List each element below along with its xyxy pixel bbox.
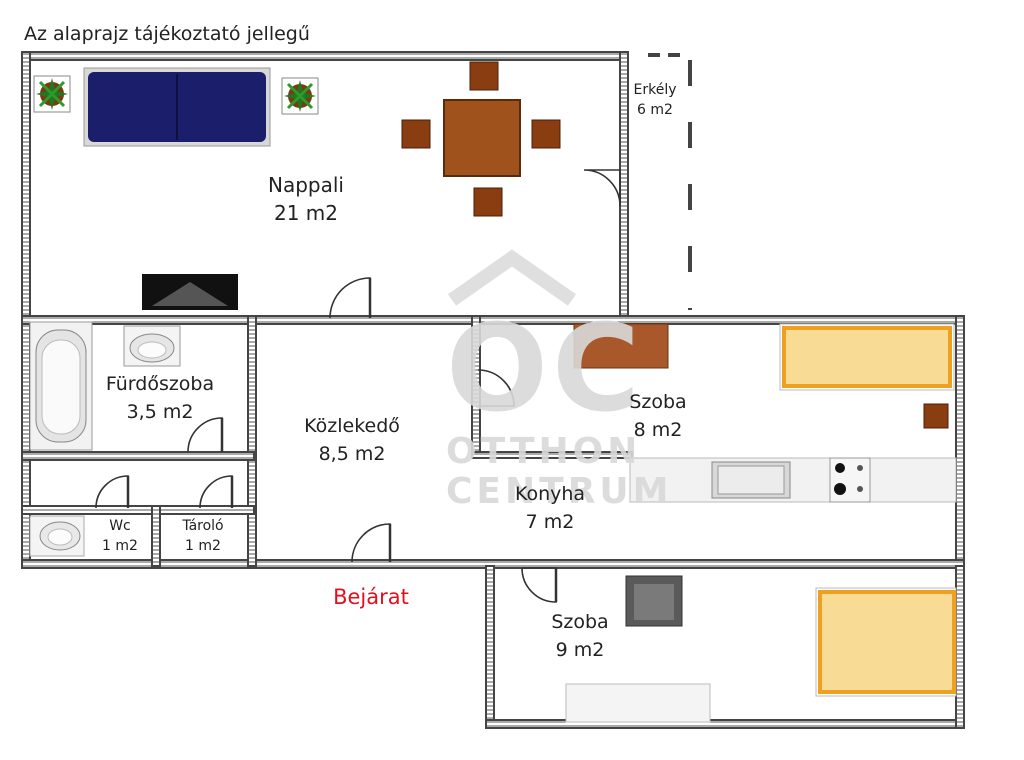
- room-area-szoba2: 9 m2: [556, 639, 605, 661]
- room-name-szoba2: Szoba: [551, 611, 608, 633]
- svg-text:OTTHON: OTTHON: [446, 431, 641, 472]
- wardrobe: [565, 683, 711, 723]
- room-name-wc: Wc: [109, 518, 131, 534]
- kitchen-counter: [629, 457, 957, 503]
- room-name-szoba1: Szoba: [629, 391, 686, 413]
- plant-icon: [33, 75, 71, 113]
- plant-icon: [281, 77, 319, 115]
- room-area-tarolo: 1 m2: [185, 538, 221, 554]
- bed: [815, 587, 957, 697]
- bed: [779, 323, 955, 391]
- sofa: [83, 67, 271, 147]
- room-area-kozlekedo: 8,5 m2: [319, 443, 386, 465]
- room-area-wc: 1 m2: [102, 538, 138, 554]
- room-name-kozlekedo: Közlekedő: [304, 415, 400, 437]
- svg-text:CENTRUM: CENTRUM: [446, 471, 672, 512]
- room-area-erkely: 6 m2: [637, 102, 673, 118]
- doors: [95, 169, 621, 603]
- desk: [573, 323, 669, 369]
- armchair: [625, 575, 683, 627]
- tv-unit: [142, 274, 238, 310]
- room-labels: Nappali 21 m2 Erkély 6 m2 Fürdőszoba 3,5…: [102, 82, 687, 661]
- room-area-konyha: 7 m2: [526, 511, 575, 533]
- room-name-nappali: Nappali: [268, 173, 344, 197]
- room-name-tarolo: Tároló: [181, 518, 223, 534]
- walls: [21, 51, 965, 729]
- watermark: OC OTTHON CENTRUM: [446, 249, 672, 512]
- bathtub: [29, 321, 93, 451]
- disclaimer-text: Az alaprajz tájékoztató jellegű: [24, 23, 310, 45]
- balcony-railing: [648, 53, 692, 310]
- toilet: [29, 515, 85, 557]
- svg-text:OC: OC: [446, 300, 644, 439]
- room-name-furdo: Fürdőszoba: [106, 373, 214, 395]
- sink: [123, 325, 181, 367]
- room-name-konyha: Konyha: [515, 483, 585, 505]
- room-area-furdo: 3,5 m2: [127, 401, 194, 423]
- room-area-szoba1: 8 m2: [634, 419, 683, 441]
- room-name-erkely: Erkély: [634, 82, 677, 98]
- nightstand: [923, 403, 949, 429]
- room-area-nappali: 21 m2: [274, 201, 338, 225]
- entrance-label: Bejárat: [333, 585, 409, 609]
- dining-table: [401, 61, 561, 217]
